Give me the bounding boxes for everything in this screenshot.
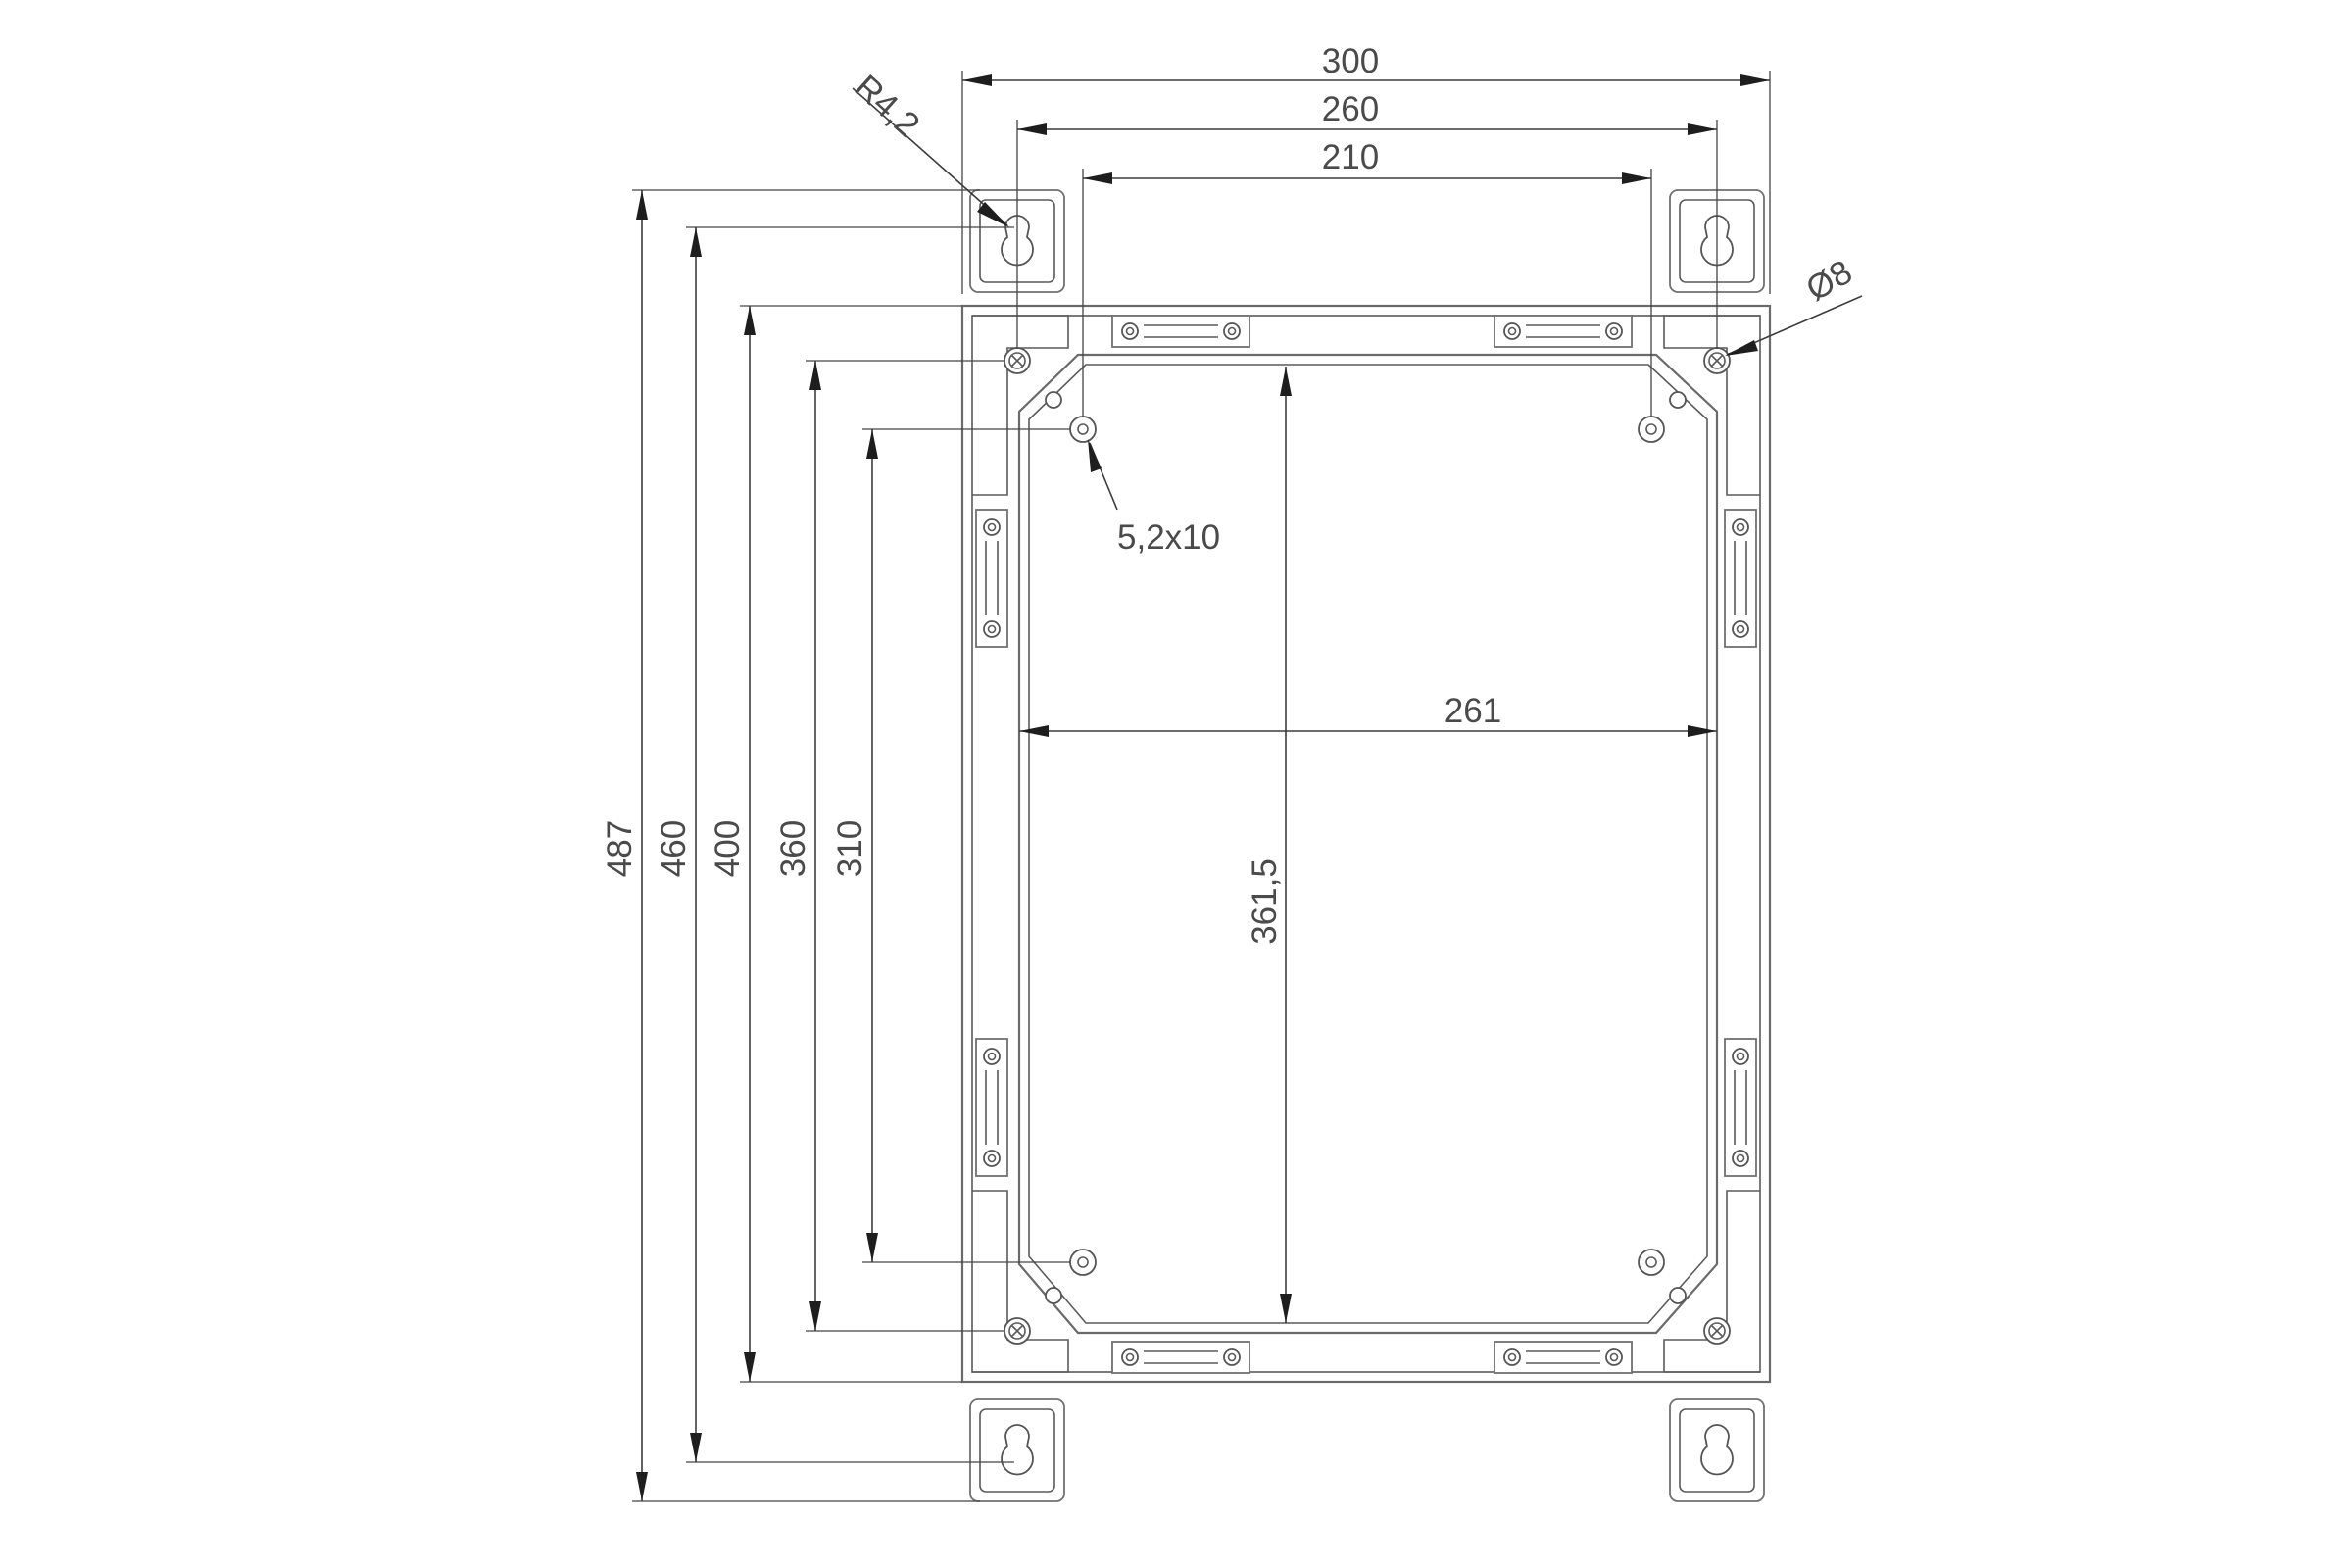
slot-size-label: 5,2x10 (1117, 518, 1220, 557)
keyhole-bracket-bottom-right (1669, 1398, 1765, 1502)
edge-clip-bottom-right (1494, 1341, 1633, 1374)
dimension-mount-hole-spacing-y: 360 (774, 360, 1004, 1332)
corner-block-tr (1663, 315, 1760, 496)
mount-hole-bottom-left (1004, 1317, 1031, 1345)
frame-inner-edge (971, 315, 1761, 1373)
edge-clip-left-upper (975, 509, 1008, 648)
overall-height-label: 487 (601, 820, 639, 877)
mount-hole-spacing-x-label: 260 (1322, 90, 1379, 128)
corner-block-bl (972, 1190, 1069, 1373)
dimension-inner-height: 361,5 (1246, 367, 1292, 1323)
overall-width-label: 300 (1322, 42, 1379, 80)
dimension-overall-width: 300 (961, 42, 1771, 294)
mount-hole-bottom-right (1703, 1317, 1731, 1345)
corner-block-tl (972, 315, 1069, 496)
edge-clip-top-right (1494, 315, 1633, 348)
mount-hole-diameter-label: Ø8 (1800, 253, 1859, 309)
callout-keyhole-radius: R4,2 (848, 68, 1009, 227)
callout-slot-size: 5,2x10 (1088, 439, 1220, 557)
edge-clip-right-lower (1724, 1038, 1757, 1177)
corner-block-br (1663, 1190, 1760, 1373)
keyhole-radius-label: R4,2 (848, 68, 927, 144)
mount-hole-top-right (1703, 347, 1731, 374)
dimension-plate-hole-spacing-y: 310 (831, 428, 1070, 1263)
inner-bracket-spacing-x-label: 210 (1322, 138, 1379, 176)
slot-holes (1045, 391, 1687, 1304)
inner-height-label: 361,5 (1246, 858, 1284, 945)
dimension-keyhole-spacing-y: 460 (655, 226, 1014, 1463)
mount-hole-spacing-y-label: 360 (774, 820, 812, 877)
plate-hole-spacing-y-label: 310 (831, 820, 869, 877)
edge-clip-right-upper (1724, 509, 1757, 648)
frame-height-label: 400 (709, 820, 747, 877)
inner-panel-outline (1028, 364, 1708, 1324)
inner-gasket-outline (1017, 353, 1719, 1335)
keyhole-spacing-y-label: 460 (655, 820, 693, 877)
dimension-inner-bracket-spacing-x: 210 (1082, 138, 1652, 417)
dimension-frame-height: 400 (709, 305, 962, 1383)
edge-clip-top-left (1111, 315, 1250, 348)
inner-width-label: 261 (1445, 692, 1501, 730)
keyhole-bracket-bottom-left (969, 1398, 1065, 1502)
dimension-inner-width: 261 (1019, 692, 1717, 737)
outer-frame (960, 304, 1772, 1384)
edge-clip-left-lower (975, 1038, 1008, 1177)
edge-clip-bottom-left (1111, 1341, 1250, 1374)
dimension-overall-height: 487 (601, 189, 980, 1502)
mount-hole-top-left (1004, 347, 1031, 374)
enclosure-body (960, 304, 1772, 1384)
dimension-mount-hole-spacing-x: 260 (1016, 90, 1718, 349)
